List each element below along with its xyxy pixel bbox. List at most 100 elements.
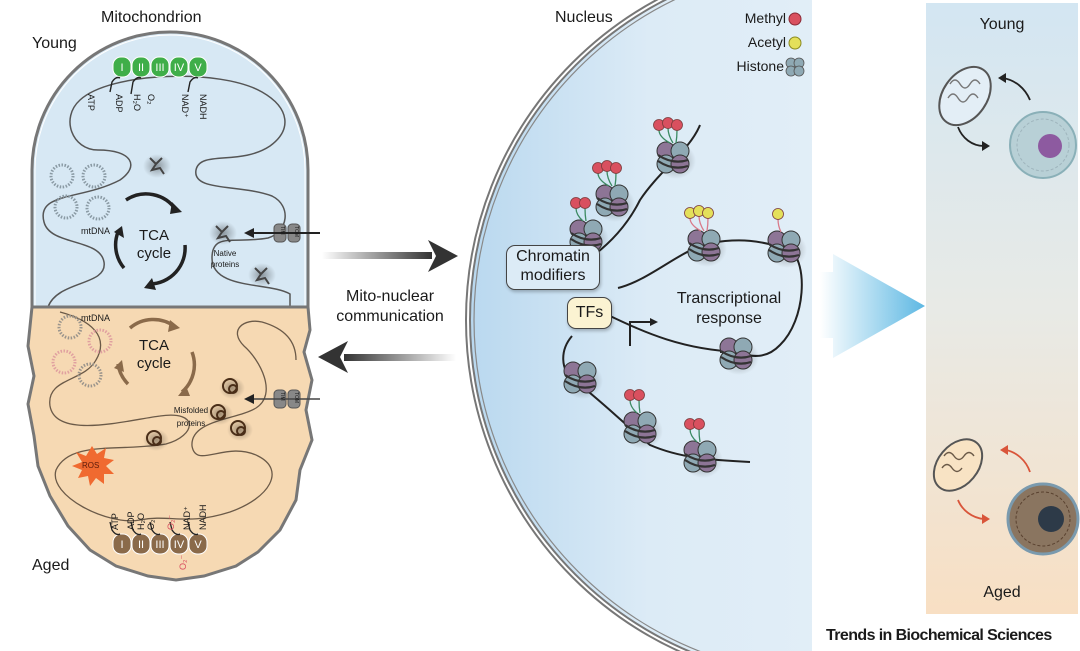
nucleosomes xyxy=(563,117,807,478)
aged-arrow-up xyxy=(1005,449,1031,473)
legend-acetyl-label: Acetyl xyxy=(747,34,786,50)
panel-young-label: Young xyxy=(979,16,1025,33)
mitochondrion-aged-half xyxy=(26,305,314,582)
misfolded-proteins-label: Misfolded proteins xyxy=(166,404,216,430)
methyl-mark xyxy=(693,418,705,430)
young-mitochondrion-icon xyxy=(938,65,992,127)
mtdna-label-aged: mtDNA xyxy=(81,313,110,323)
communication-line1: Mito-nuclear xyxy=(345,288,435,305)
young-cell-icon xyxy=(1009,111,1077,179)
tca-cycle-aged-arrows xyxy=(114,317,197,396)
etc-complex-V: V xyxy=(188,56,208,78)
etc-complex-III: III xyxy=(150,56,170,78)
svg-text:I: I xyxy=(120,62,123,74)
etc-adp-young: ADP xyxy=(114,94,124,113)
acetyl-mark xyxy=(702,207,714,219)
etc-atp-aged: ATP xyxy=(110,513,120,530)
legend-methyl-dot xyxy=(788,12,802,26)
svg-text:III: III xyxy=(155,62,164,74)
mtdna-young xyxy=(49,163,111,221)
mitochondrion-title: Mitochondrion xyxy=(101,9,202,26)
tim-label-aged: TIM xyxy=(279,392,285,401)
etc-adp-aged: ADP xyxy=(126,511,136,530)
etc-complex-II: II xyxy=(131,533,151,555)
etc-nad-young: NAD⁺ xyxy=(180,94,190,118)
tca-line2: cycle xyxy=(136,245,172,262)
response-arrow-head xyxy=(650,318,658,326)
legend-histone-icon xyxy=(785,57,805,77)
legend-methyl-label: Methyl xyxy=(744,10,786,26)
aged-arrow-down xyxy=(957,499,985,520)
etc-nadh-young: NADH xyxy=(198,94,208,120)
proteins-line2: proteins xyxy=(210,260,240,269)
tca-line1: TCA xyxy=(139,337,169,354)
transcriptional-response-label: Transcriptional response xyxy=(664,289,794,329)
arrow-to-mitochondrion xyxy=(318,341,456,373)
tca-line2: cycle xyxy=(136,355,172,372)
journal-credit: Trends in Biochemical Sciences xyxy=(826,627,1052,644)
native-proteins-label: Native proteins xyxy=(205,248,245,270)
nucleus-body xyxy=(465,0,812,651)
nucleosome xyxy=(683,418,723,478)
young-label: Young xyxy=(32,35,77,52)
etc-superoxide-aged: O₂⁻ xyxy=(166,514,176,530)
svg-text:IV: IV xyxy=(174,62,185,74)
proteins-line1: Native xyxy=(213,249,237,258)
aged-arrow-down-head xyxy=(982,514,990,524)
mtdna-aged xyxy=(51,314,113,388)
svg-text:V: V xyxy=(194,62,202,74)
nucleosome xyxy=(623,389,663,449)
nucleosome xyxy=(563,361,603,399)
etc-h2o-young: H₂O xyxy=(132,94,142,111)
aging-transition-arrow xyxy=(820,254,925,358)
response-line1: Transcriptional xyxy=(676,290,782,307)
etc-complex-I: I xyxy=(112,533,132,555)
tca-cycle-young-label: TCA cycle xyxy=(134,227,174,263)
proteins-line2: proteins xyxy=(176,419,206,428)
tca-line1: TCA xyxy=(139,227,169,244)
tfs-box: TFs xyxy=(567,297,612,329)
tim-tom-channel-young xyxy=(244,223,320,243)
tca-cycle-aged-label: TCA cycle xyxy=(134,337,174,373)
panel-aged-label: Aged xyxy=(983,584,1021,601)
ros-label: ROS xyxy=(82,461,100,470)
arrow-to-nucleus xyxy=(322,240,458,272)
chromatin-modifiers-line1: Chromatin xyxy=(516,248,590,265)
nucleosome xyxy=(719,337,759,375)
etc-h2o-aged: H₂O xyxy=(136,513,146,530)
tim-tom-channel-aged xyxy=(244,389,320,409)
mito-nuclear-communication-label: Mito-nuclear communication xyxy=(320,287,460,327)
methyl-mark xyxy=(610,162,622,174)
methyl-mark xyxy=(579,197,591,209)
aged-label: Aged xyxy=(32,557,70,574)
etc-complex-IV: IV xyxy=(169,56,189,78)
communication-line2: communication xyxy=(336,308,444,325)
etc-complex-I: I xyxy=(112,56,132,78)
svg-text:IV: IV xyxy=(174,539,185,551)
aged-mitochondrion-icon xyxy=(932,438,984,492)
young-arrow-up-head xyxy=(998,73,1006,83)
mtdna-label-young: mtDNA xyxy=(81,226,110,236)
etc-complex-III: III xyxy=(150,533,170,555)
svg-text:II: II xyxy=(138,539,144,551)
aged-cell-icon xyxy=(1006,482,1080,556)
legend-acetyl-dot xyxy=(788,36,802,50)
young-arrow-down-head xyxy=(982,141,990,151)
etc-o2-young: O₂ xyxy=(146,94,156,105)
etc-complex-V: V xyxy=(188,533,208,555)
etc-superoxide-leak-aged: O₂⁻ xyxy=(178,554,188,570)
native-protein-icons xyxy=(143,154,276,287)
tom-label-young: TOM xyxy=(293,226,299,238)
etc-o2-aged: O₂ xyxy=(146,519,156,531)
ros-burst-icon xyxy=(72,446,114,486)
tim-label-young: TIM xyxy=(279,226,285,235)
methyl-mark xyxy=(671,119,683,131)
nucleosome xyxy=(592,160,635,222)
proteins-line1: Misfolded xyxy=(173,406,209,415)
svg-text:III: III xyxy=(155,539,164,551)
chromatin-modifiers-line2: modifiers xyxy=(520,267,586,284)
aged-arrow-up-head xyxy=(1000,445,1008,455)
nucleosome xyxy=(653,117,696,179)
